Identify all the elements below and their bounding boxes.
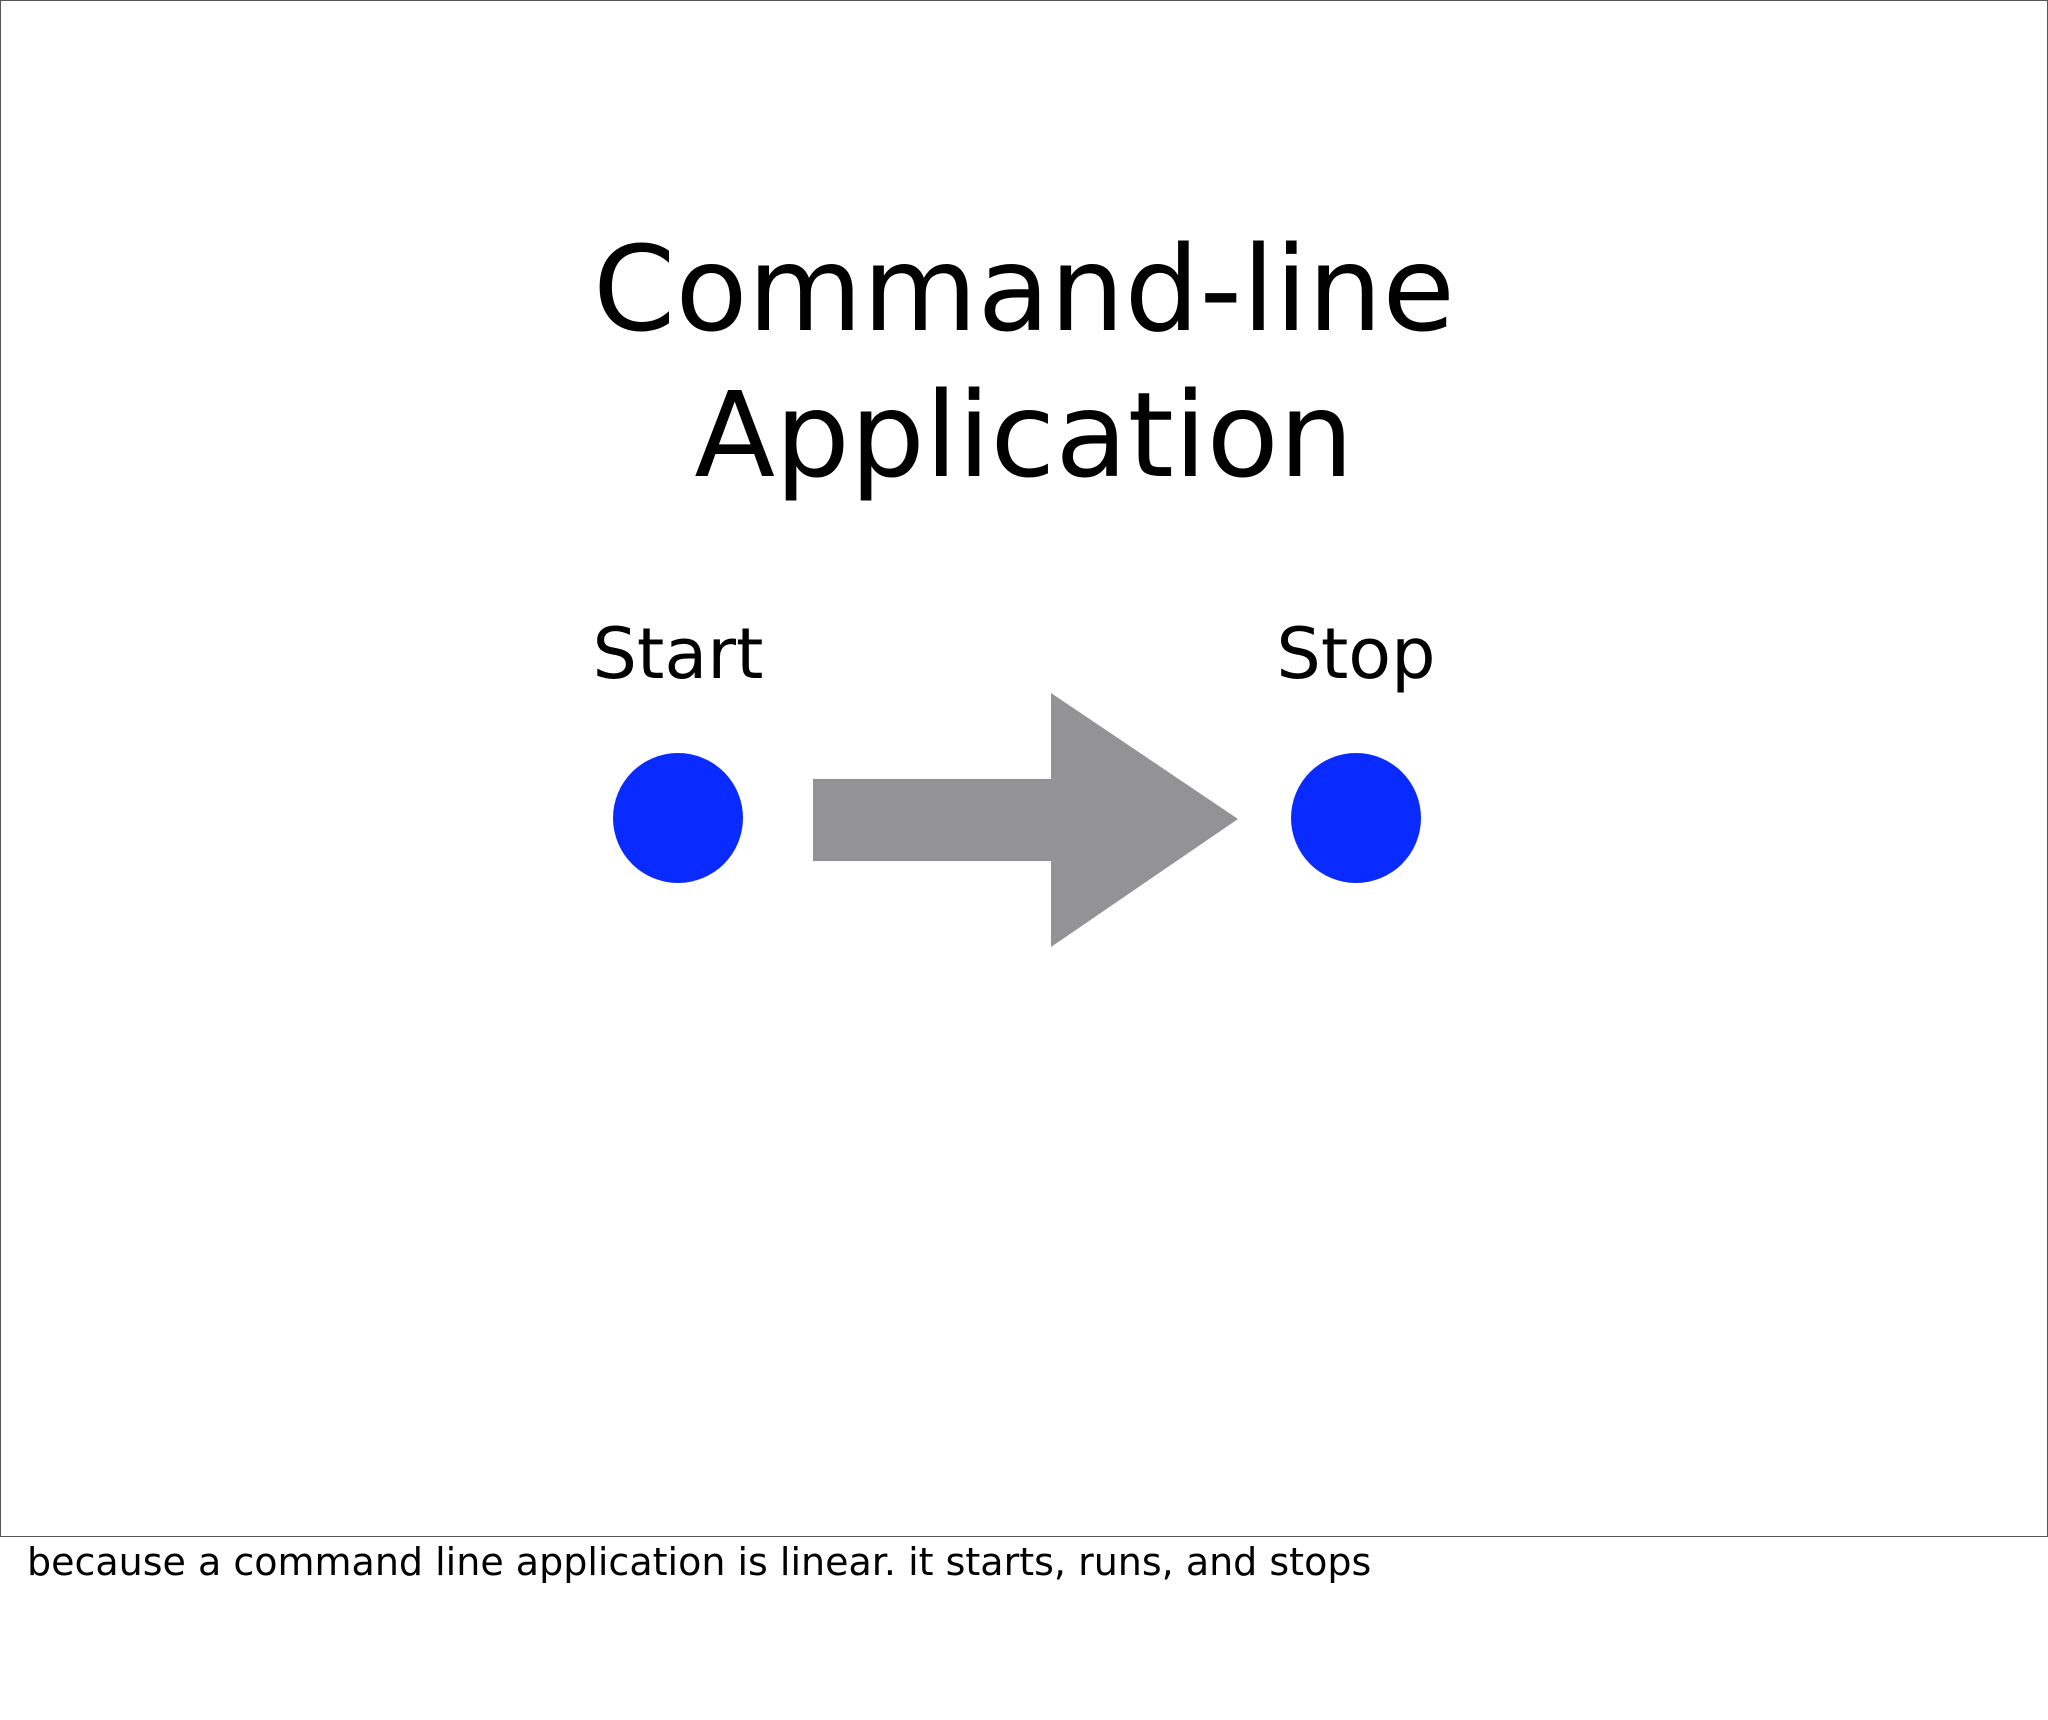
title-line-2: Application: [694, 366, 1354, 504]
start-label: Start: [592, 613, 764, 695]
title-line-1: Command-line: [592, 220, 1455, 358]
flow-arrow-icon: [813, 693, 1238, 947]
stop-label: Stop: [1276, 613, 1436, 695]
slide-title: Command-line Application: [1, 216, 2047, 508]
stop-node: [1291, 753, 1421, 883]
start-node: [613, 753, 743, 883]
slide-canvas: Command-line Application Start Stop: [0, 0, 2048, 1537]
flow-diagram: [813, 693, 1238, 947]
speaker-notes: because a command line application is li…: [27, 1540, 1372, 1584]
